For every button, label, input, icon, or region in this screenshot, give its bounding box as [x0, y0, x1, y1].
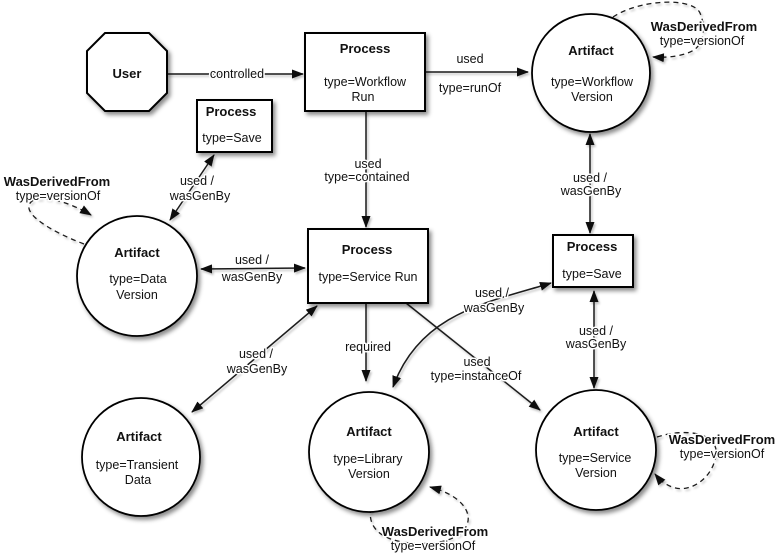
artifact-library-version-title: Artifact	[346, 424, 392, 439]
node-artifact-transient-data: Artifact type=Transient Data	[81, 397, 201, 517]
node-artifact-library-version: Artifact type=Library Version	[308, 391, 430, 513]
artifact-transient-data-circle	[81, 397, 201, 517]
node-artifact-workflow-version: Artifact type=Workflow Version	[531, 13, 651, 133]
label-used-instanceof-1: used	[463, 355, 490, 369]
process-save-right-box	[552, 234, 634, 288]
label-wasderivedfrom-serviceversion-2: type=versionOf	[680, 447, 765, 461]
label-used-instanceof-2: type=instanceOf	[431, 369, 522, 383]
process-workflow-run-type: type=Workflow	[324, 75, 407, 89]
node-artifact-data-version: Artifact type=Data Version	[76, 215, 198, 337]
node-process-workflow-run: Process type=Workflow Run	[304, 32, 426, 112]
artifact-workflow-version-type2: Version	[571, 90, 613, 104]
process-service-run-box	[307, 228, 429, 304]
process-save-right-title: Process	[567, 239, 618, 254]
node-process-service-run: Process type=Service Run	[307, 228, 429, 304]
loop-wasderivedfrom-serviceversion	[654, 431, 717, 490]
label-wasderivedfrom-serviceversion-1: WasDerivedFrom	[669, 432, 775, 447]
label-datav-servicerun-2: wasGenBy	[221, 270, 283, 284]
artifact-data-version-type2: Version	[116, 288, 158, 302]
edge-used-wasgenby-dataversion-save	[169, 154, 215, 221]
process-save-left-title: Process	[206, 104, 257, 119]
artifact-service-version-type2: Version	[575, 466, 617, 480]
edge-used-wasgenby-servicerun-transient	[191, 305, 318, 413]
label-controlled: controlled	[210, 67, 264, 81]
label-used-runof-1: used	[456, 52, 483, 66]
label-library-save-1: used /	[475, 286, 510, 300]
artifact-service-version-type: type=Service	[559, 451, 632, 465]
artifact-library-version-circle	[308, 391, 430, 513]
label-wasderivedfrom-dataversion-2: type=versionOf	[16, 189, 101, 203]
node-user: User	[86, 32, 168, 112]
artifact-data-version-type: type=Data	[109, 272, 166, 286]
label-wasderivedfrom-libraryversion-2: type=versionOf	[391, 539, 476, 553]
artifact-data-version-title: Artifact	[114, 245, 160, 260]
artifact-workflow-version-type: type=Workflow	[551, 75, 634, 89]
edge-used-wasgenby-library-save	[392, 281, 552, 388]
label-datav-servicerun-1: used /	[235, 253, 270, 267]
process-workflow-run-box	[304, 32, 426, 112]
loop-wasderivedfrom-dataversion	[28, 198, 92, 245]
node-process-save-left: Process type=Save	[196, 99, 273, 153]
process-service-run-type: type=Service Run	[318, 270, 417, 284]
edge-labels: controlled used type=runOf used type=con…	[2, 18, 776, 555]
label-workflowv-save-2: wasGenBy	[560, 184, 622, 198]
process-save-left-type: type=Save	[202, 131, 261, 145]
edge-used-wasgenby-dataversion-servicerun	[200, 263, 306, 274]
artifact-workflow-version-circle	[531, 13, 651, 133]
artifact-library-version-type2: Version	[348, 467, 390, 481]
artifact-service-version-circle	[535, 389, 657, 511]
process-save-right-type: type=Save	[562, 267, 621, 281]
artifact-data-version-circle	[76, 215, 198, 337]
user-octagon	[86, 32, 168, 112]
label-save-servicev-1: used /	[579, 324, 614, 338]
process-service-run-title: Process	[342, 242, 393, 257]
user-label: User	[113, 66, 142, 81]
label-used-contained-2: type=contained	[324, 170, 409, 184]
label-wasderivedfrom-workflowversion-1: WasDerivedFrom	[651, 19, 757, 34]
artifact-transient-data-type2: Data	[125, 473, 151, 487]
label-wasderivedfrom-dataversion-1: WasDerivedFrom	[4, 174, 110, 189]
label-datav-save-2: wasGenBy	[169, 189, 231, 203]
artifact-library-version-type: type=Library	[333, 452, 403, 466]
artifact-service-version-title: Artifact	[573, 424, 619, 439]
label-servicerun-transient-1: used /	[239, 347, 274, 361]
label-used-contained-1: used	[354, 157, 381, 171]
artifact-transient-data-type: type=Transient	[96, 458, 179, 472]
label-datav-save-1: used /	[180, 174, 215, 188]
label-save-servicev-2: wasGenBy	[565, 337, 627, 351]
loop-wasderivedfrom-libraryversion	[369, 485, 469, 545]
process-workflow-run-title: Process	[340, 41, 391, 56]
artifact-workflow-version-title: Artifact	[568, 43, 614, 58]
label-required: required	[345, 340, 391, 354]
label-servicerun-transient-2: wasGenBy	[226, 362, 288, 376]
label-wasderivedfrom-workflowversion-2: type=versionOf	[660, 34, 745, 48]
node-process-save-right: Process type=Save	[552, 234, 634, 288]
node-artifact-service-version: Artifact type=Service Version	[535, 389, 657, 511]
process-save-left-box	[196, 99, 273, 153]
label-library-save-2: wasGenBy	[463, 301, 525, 315]
label-workflowv-save-1: used /	[573, 171, 608, 185]
label-wasderivedfrom-libraryversion-1: WasDerivedFrom	[382, 524, 488, 539]
label-used-runof-2: type=runOf	[439, 81, 502, 95]
process-workflow-run-type2: Run	[352, 90, 375, 104]
artifact-transient-data-title: Artifact	[116, 429, 162, 444]
